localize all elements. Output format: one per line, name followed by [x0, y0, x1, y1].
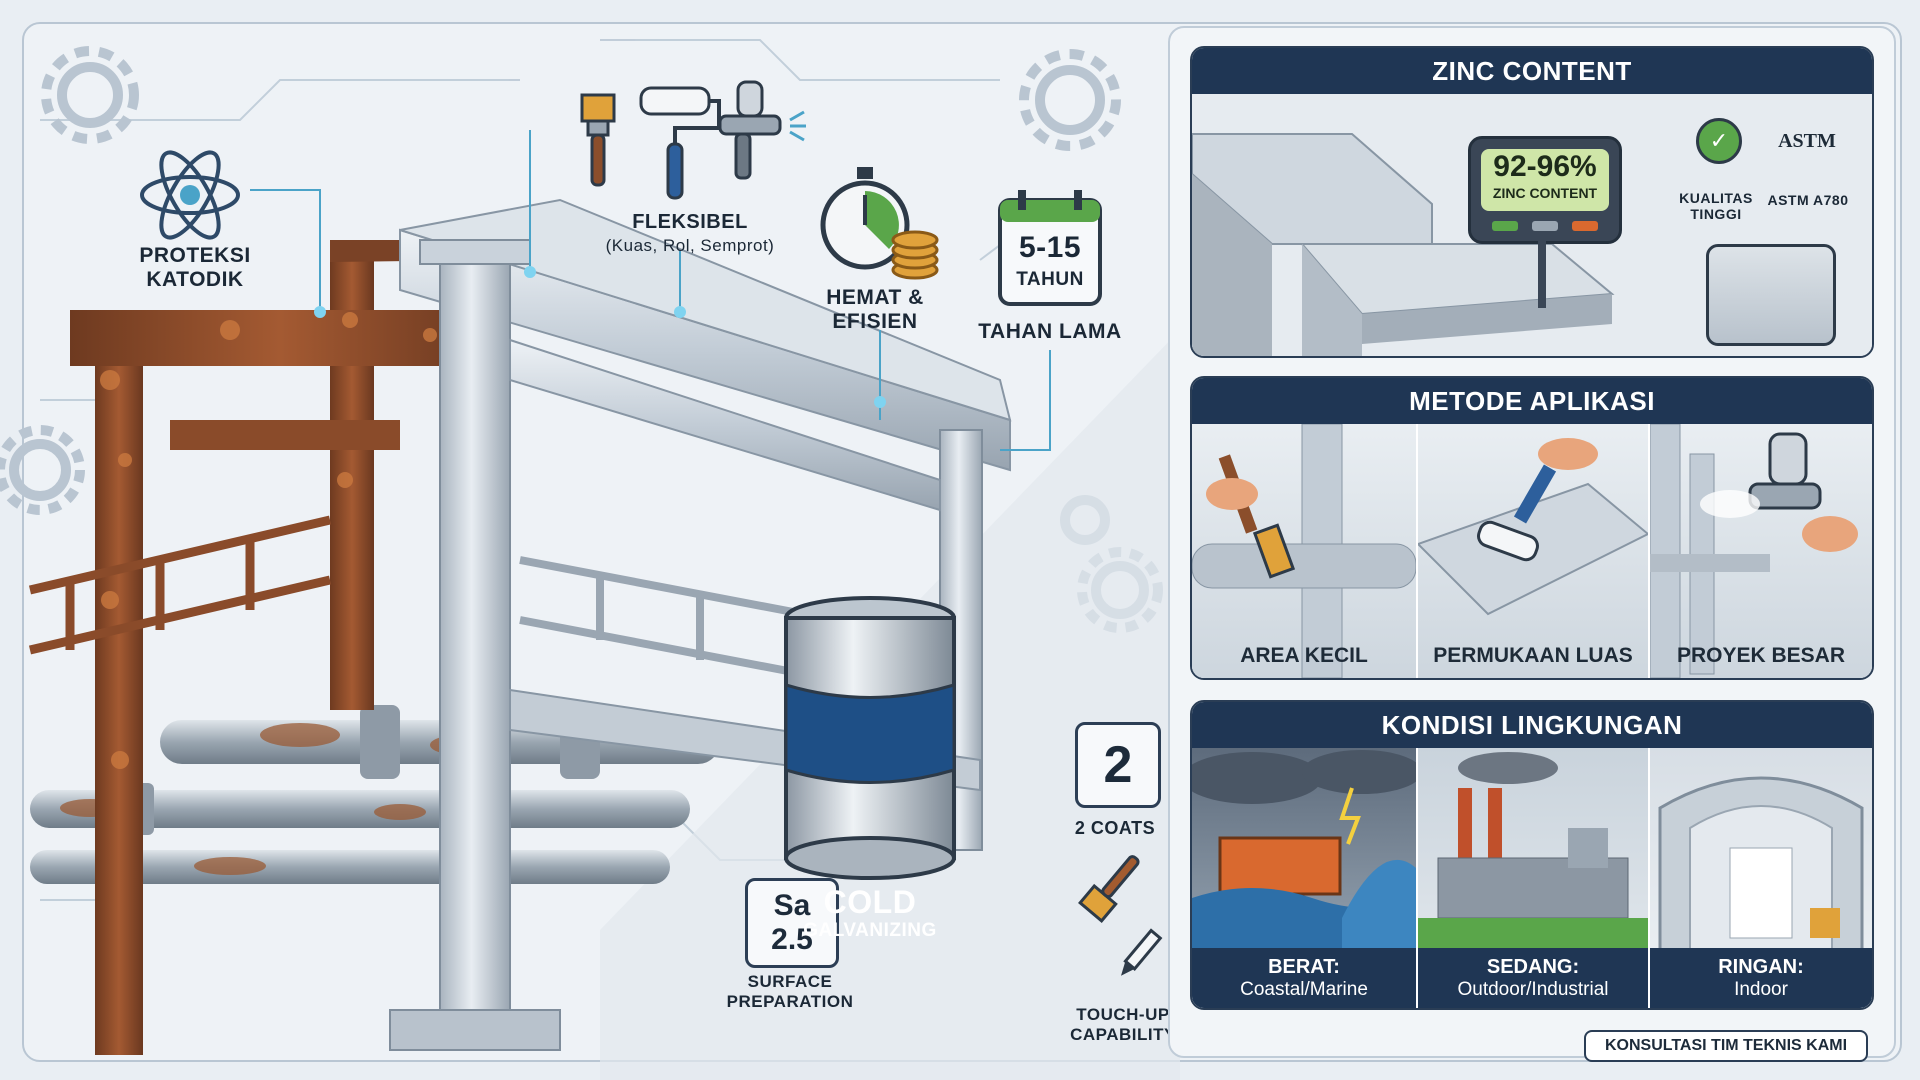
paint-can-icon — [784, 596, 956, 880]
callout-dots — [314, 266, 886, 408]
method-panel-body: AREA KECIL PERMUKAAN LUAS PROYEK BESAR — [1192, 424, 1872, 678]
env-medium-desc: Outdoor/Industrial — [1457, 979, 1609, 1000]
can-line1: COLD — [823, 884, 917, 920]
method-small-area-label: AREA KECIL — [1240, 644, 1368, 667]
industrial-illustration — [1418, 752, 1648, 948]
flexible-title: FLEKSIBEL — [632, 211, 748, 233]
env-medium-footer: SEDANG: Outdoor/Industrial — [1418, 948, 1648, 1008]
env-light: RINGAN: Indoor — [1650, 748, 1872, 1008]
method-large-surface: PERMUKAAN LUAS — [1418, 424, 1650, 678]
env-light-level: RINGAN: — [1718, 956, 1804, 978]
brush-application-illustration — [1192, 424, 1416, 678]
astm-logo: ASTM — [1778, 118, 1836, 164]
years-value: 5-15 TAHUN — [1000, 232, 1100, 296]
indoor-warehouse-illustration — [1658, 776, 1864, 948]
spray-gun-icon — [718, 80, 806, 180]
zinc-content-panel: ZINC CONTENT 92-96% ZINC CONTENT ✓ KUALI… — [1190, 46, 1874, 358]
env-light-footer: RINGAN: Indoor — [1650, 948, 1872, 1008]
env-light-desc: Indoor — [1734, 979, 1788, 1000]
coats-value: 2 — [1103, 736, 1133, 794]
env-heavy-desc: Coastal/Marine — [1240, 979, 1368, 1000]
efficient-line1: HEMAT & — [826, 286, 924, 309]
method-panel-title: METODE APLIKASI — [1192, 378, 1872, 424]
consult-text: KONSULTASI TIM TEKNIS KAMI — [1604, 1037, 1848, 1054]
steel-structure-illustration — [0, 39, 1163, 1055]
years-unit: TAHUN — [1016, 269, 1084, 290]
env-heavy-footer: BERAT: Coastal/Marine — [1192, 948, 1416, 1008]
env-medium-level: SEDANG: — [1486, 956, 1580, 978]
method-large-project: PROYEK BESAR — [1650, 424, 1872, 678]
quality-badge-icon: ✓ — [1696, 118, 1742, 164]
touchup-label: TOUCH-UP CAPABILITY — [1058, 1005, 1188, 1045]
method-large-surface-label: PERMUKAAN LUAS — [1433, 644, 1633, 667]
galvanized-structure — [389, 198, 1012, 1051]
meter-green-button — [1492, 221, 1518, 231]
application-method-panel: METODE APLIKASI AREA KECIL PERMUKAAN LUA… — [1190, 376, 1874, 680]
environment-panel: KONDISI LINGKUNGAN BERAT: Coastal/Marine — [1190, 700, 1874, 1010]
touchup-line2: CAPABILITY — [1070, 1025, 1176, 1044]
consult-button[interactable]: KONSULTASI TIM TEKNIS KAMI — [1584, 1030, 1868, 1062]
cathodic-protection-label: PROTEKSI KATODIK — [115, 244, 275, 292]
surface-line2: PREPARATION — [726, 992, 854, 1011]
meter-buttons — [1471, 221, 1619, 231]
zinc-meter: 92-96% ZINC CONTENT — [1468, 136, 1622, 244]
meter-label: ZINC CONTENT — [1492, 185, 1598, 201]
meter-orange-button — [1572, 221, 1598, 231]
brush-icon — [580, 93, 616, 187]
quality-label: KUALITAS TINGGI — [1666, 190, 1766, 222]
environment-panel-title: KONDISI LINGKUNGAN — [1192, 702, 1872, 748]
years-number: 5-15 — [1018, 231, 1082, 264]
durable-text: TAHAN LAMA — [978, 320, 1122, 343]
zinc-illustration — [1192, 133, 1615, 356]
roller-application-illustration — [1418, 438, 1648, 616]
can-line2: GALVANIZING — [803, 920, 937, 941]
meter-screen: 92-96% ZINC CONTENT — [1481, 149, 1609, 211]
astm-logo-text: ASTM — [1778, 130, 1836, 152]
zinc-panel-body: 92-96% ZINC CONTENT ✓ KUALITAS TINGGI AS… — [1192, 94, 1872, 356]
cold-galvanizing-can-label: COLD GALVANIZING — [786, 884, 954, 942]
spray-application-illustration — [1650, 424, 1858, 678]
sa-line1: Sa — [773, 889, 811, 922]
coats-box: 2 — [1075, 722, 1161, 808]
environment-panel-body: BERAT: Coastal/Marine SEDANG: Outdoor/In… — [1192, 748, 1872, 1008]
meter-value: 92-96% — [1493, 150, 1597, 183]
durable-label: TAHAN LAMA — [965, 320, 1135, 344]
meter-grey-button — [1532, 221, 1558, 231]
coats-label: 2 COATS — [1060, 818, 1170, 839]
stopwatch-icon — [820, 167, 910, 270]
surface-prep-label: SURFACE PREPARATION — [715, 972, 865, 1012]
coats-text: 2 COATS — [1074, 818, 1156, 838]
efficient-line2: EFISIEN — [832, 310, 918, 333]
rusty-structure — [28, 240, 520, 1055]
pencil-icon — [1121, 928, 1163, 976]
env-heavy-level: BERAT: — [1268, 956, 1340, 978]
quality-line2: TINGGI — [1690, 206, 1742, 222]
atom-icon — [140, 150, 240, 240]
flexible-subtitle: (Kuas, Rol, Semprot) — [605, 236, 775, 255]
astm-label: ASTM A780 — [1756, 192, 1860, 208]
cathodic-protection-text: PROTEKSI KATODIK — [139, 244, 251, 291]
touchup-brush-icon — [1078, 855, 1140, 923]
flexible-label: FLEKSIBEL (Kuas, Rol, Semprot) — [570, 210, 810, 258]
coins-icon — [891, 230, 939, 280]
paint-roller-icon — [639, 86, 721, 200]
method-large-project-label: PROYEK BESAR — [1676, 644, 1846, 667]
touchup-line1: TOUCH-UP — [1076, 1005, 1170, 1024]
sa-grade-box: Sa 2.5 — [745, 878, 839, 968]
meter-probe — [1538, 238, 1546, 308]
env-medium: SEDANG: Outdoor/Industrial — [1418, 748, 1650, 1008]
astm-text: ASTM A780 — [1767, 192, 1849, 208]
quality-line1: KUALITAS — [1679, 190, 1753, 206]
env-heavy: BERAT: Coastal/Marine — [1192, 748, 1418, 1008]
efficient-label: HEMAT & EFISIEN — [800, 286, 950, 334]
marine-illustration — [1192, 750, 1416, 948]
method-small-area: AREA KECIL — [1192, 424, 1418, 678]
calendar-icon — [998, 190, 1102, 306]
sa-line2: 2.5 — [771, 923, 813, 956]
zinc-panel-title: ZINC CONTENT — [1192, 48, 1872, 94]
surface-line1: SURFACE — [747, 972, 833, 991]
zinc-powder-jar-icon — [1706, 244, 1836, 346]
